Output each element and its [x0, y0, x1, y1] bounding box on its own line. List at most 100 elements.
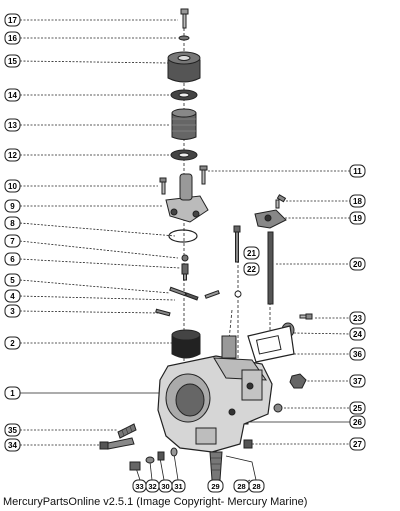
- float-2: [171, 329, 201, 359]
- callout-12: 12: [4, 148, 21, 162]
- leader-lines: [19, 19, 351, 487]
- callout-4: 4: [4, 289, 21, 303]
- callout-2: 2: [4, 336, 21, 350]
- oring-31: [170, 447, 178, 457]
- needle-6: [181, 263, 189, 281]
- callout-14: 14: [4, 88, 21, 102]
- screw-35: [117, 423, 137, 439]
- callout-11: 11: [349, 164, 366, 178]
- callout-13: 13: [4, 118, 21, 132]
- svg-text:14: 14: [8, 91, 17, 100]
- screw-11: [199, 165, 208, 185]
- svg-text:19: 19: [353, 214, 362, 223]
- callout-18: 18: [349, 194, 366, 208]
- svg-text:28: 28: [237, 482, 245, 491]
- callout-8: 8: [4, 216, 21, 230]
- svg-text:11: 11: [353, 167, 362, 176]
- filter-13: [171, 108, 197, 140]
- callout-24: 24: [349, 327, 366, 341]
- svg-text:1: 1: [10, 389, 15, 398]
- svg-text:9: 9: [10, 202, 15, 211]
- svg-text:3: 3: [10, 307, 15, 316]
- svg-text:13: 13: [8, 121, 17, 130]
- svg-text:5: 5: [10, 276, 15, 285]
- callout-21: 21: [243, 246, 260, 260]
- body-9: [165, 173, 209, 223]
- plug-25: [273, 403, 283, 413]
- nut-37: [289, 373, 307, 389]
- screw-18: [275, 194, 287, 209]
- svg-text:23: 23: [353, 314, 362, 323]
- gasket-14: [170, 89, 198, 101]
- svg-text:27: 27: [353, 440, 362, 449]
- svg-text:22: 22: [247, 265, 256, 274]
- gasket-8: [168, 229, 198, 243]
- screw-10: [159, 177, 167, 195]
- callout-32: 32: [145, 479, 160, 493]
- gasket-12: [170, 149, 198, 161]
- plug-27: [243, 439, 253, 449]
- svg-text:33: 33: [135, 482, 143, 491]
- pin-3: [155, 308, 171, 317]
- svg-text:15: 15: [8, 57, 17, 66]
- carburetor-body-1: [157, 335, 273, 453]
- svg-text:29: 29: [211, 482, 219, 491]
- callout-36: 36: [349, 347, 366, 361]
- rod-20: [267, 231, 274, 305]
- callout-31: 31: [171, 479, 186, 493]
- callout-37: 37: [349, 374, 366, 388]
- cover-15: [167, 51, 201, 83]
- screw-23: [299, 313, 313, 320]
- callout-26: 26: [349, 415, 366, 429]
- svg-text:6: 6: [10, 255, 15, 264]
- callout-30: 30: [158, 479, 173, 493]
- parts: [99, 8, 313, 481]
- svg-text:37: 37: [353, 377, 362, 386]
- callout-6: 6: [4, 252, 21, 266]
- svg-text:35: 35: [8, 426, 17, 435]
- spring-4: [185, 292, 199, 301]
- screw-34: [99, 437, 135, 450]
- callout-33: 33: [132, 479, 147, 493]
- screw-17: [180, 8, 189, 29]
- callout-22: 22: [243, 262, 260, 276]
- callout-9: 9: [4, 199, 21, 213]
- callout-25: 25: [349, 401, 366, 415]
- shaft-21: [233, 225, 241, 263]
- callout-35: 35: [4, 423, 21, 437]
- callout-5: 5: [4, 273, 21, 287]
- jet-29: [209, 451, 223, 481]
- bracket-19: [254, 209, 287, 229]
- callout-7: 7: [4, 234, 21, 248]
- svg-text:18: 18: [353, 197, 362, 206]
- svg-text:12: 12: [8, 151, 17, 160]
- svg-text:32: 32: [148, 482, 156, 491]
- spring-30: [157, 451, 165, 461]
- callout-34: 34: [4, 438, 21, 452]
- svg-text:24: 24: [353, 330, 362, 339]
- svg-text:4: 4: [10, 292, 15, 301]
- svg-text:30: 30: [161, 482, 169, 491]
- svg-text:28: 28: [252, 482, 260, 491]
- washer-16: [178, 35, 190, 41]
- svg-text:17: 17: [8, 16, 17, 25]
- callout-29: 29: [207, 479, 224, 493]
- washer-32: [145, 456, 155, 464]
- callout-28b: 28: [248, 479, 265, 493]
- callout-10: 10: [4, 179, 21, 193]
- svg-text:7: 7: [10, 237, 15, 246]
- callout-15: 15: [4, 54, 21, 68]
- callout-1: 1: [4, 386, 21, 400]
- callout-23: 23: [349, 311, 366, 325]
- svg-text:21: 21: [247, 249, 256, 258]
- ball-22: [234, 290, 242, 298]
- copyright-footer: MercuryPartsOnline v2.5.1 (Image Copyrig…: [3, 496, 308, 508]
- callout-labels: 17 16 15 14 13 12 11 10 9 8 7 6 5 4 3 2 …: [4, 13, 366, 493]
- svg-text:10: 10: [8, 182, 17, 191]
- callout-3: 3: [4, 304, 21, 318]
- svg-text:31: 31: [174, 482, 182, 491]
- svg-text:34: 34: [8, 441, 17, 450]
- svg-text:25: 25: [353, 404, 362, 413]
- callout-28a: 28: [233, 479, 250, 493]
